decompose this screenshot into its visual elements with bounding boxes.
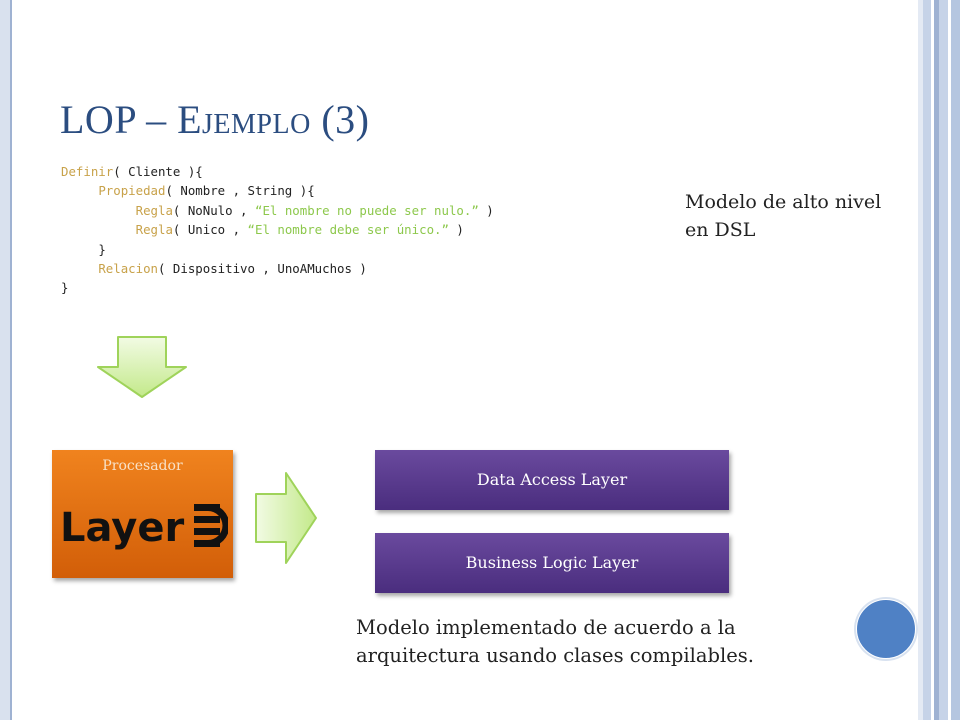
code-line-6: Relacion( Dispositivo , UnoAMuchos ) (98, 261, 367, 277)
dsl-code-block: Definir( Cliente ){ Propiedad( Nombre , … (61, 162, 494, 298)
right-decor-bars (918, 0, 960, 720)
code-line-3: Regla( NoNulo , “El nombre no puede ser … (135, 202, 494, 218)
data-access-layer-box: Data Access Layer (375, 450, 729, 510)
left-border-bar (0, 0, 12, 720)
down-arrow-icon (97, 336, 187, 398)
implementation-note: Modelo implementado de acuerdo a la arqu… (356, 616, 754, 667)
code-line-2: Propiedad( Nombre , String ){ (98, 183, 315, 199)
code-line-1: Definir( Cliente ){ (61, 164, 203, 179)
processor-label: Procesador (102, 458, 183, 474)
layer-logo: Layer (60, 504, 228, 551)
code-line-7: } (61, 280, 69, 296)
business-logic-layer-box: Business Logic Layer (375, 533, 729, 593)
right-arrow-icon (255, 472, 317, 564)
dsl-model-note: Modelo de alto nivel en DSL (685, 191, 882, 241)
svg-text:Layer: Layer (60, 505, 184, 551)
code-line-4: Regla( Unico , “El nombre debe ser único… (135, 222, 464, 238)
processor-box: Procesador Layer (52, 450, 233, 578)
blue-circle-decoration (856, 599, 916, 659)
slide-title: LOP – EJEMPLO (3) (60, 97, 370, 142)
code-line-5: } (98, 241, 106, 257)
